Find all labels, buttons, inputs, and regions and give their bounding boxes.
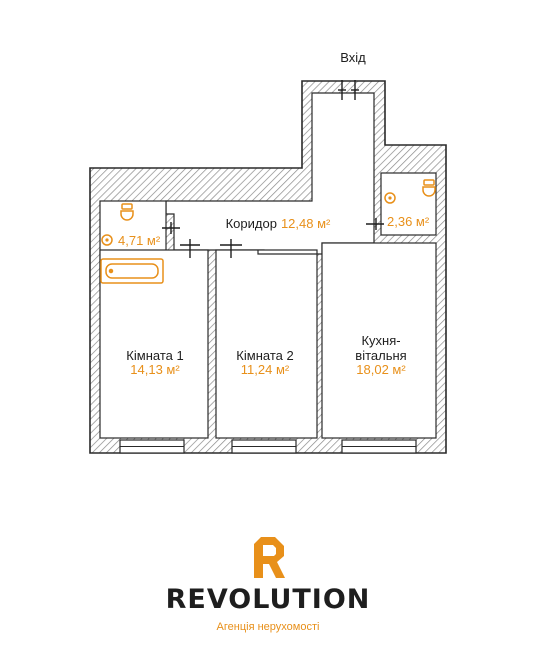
room2-name: Кімната 2 xyxy=(236,348,293,363)
brand-name: REVOLUTION xyxy=(165,584,371,615)
corridor-area: 12,48 м² xyxy=(281,216,331,231)
brand-tagline: Агенція нерухомості xyxy=(216,621,320,633)
r-logo-icon xyxy=(254,537,285,578)
bathroom-toilet-icon xyxy=(120,203,134,221)
toilet-area: 2,36 м² xyxy=(387,214,430,229)
room2-area: 11,24 м² xyxy=(241,362,290,377)
window-room2 xyxy=(231,439,297,454)
toilet-door-marker xyxy=(366,218,384,230)
window-kitchen xyxy=(341,439,417,454)
toilet-interior xyxy=(380,172,437,236)
kitchen-area: 18,02 м² xyxy=(356,362,406,377)
bathroom-area: 4,71 м² xyxy=(118,233,161,248)
room1-name: Кімната 1 xyxy=(126,348,183,363)
entrance-door xyxy=(338,80,359,100)
corridor-name: Коридор xyxy=(226,216,277,231)
room2-door-niche xyxy=(257,250,317,255)
kitchen-name-line1: Кухня- xyxy=(361,333,400,348)
entrance-label: Вхід xyxy=(340,50,366,65)
room1-door-marker xyxy=(180,239,200,258)
kitchen-interior xyxy=(321,242,437,439)
bathroom-door-marker xyxy=(162,222,180,234)
bathroom-sink-icon xyxy=(101,234,113,246)
room1-area: 14,13 м² xyxy=(130,362,180,377)
toilet-room-sink-icon xyxy=(384,192,396,204)
kitchen-name-line2: вітальня xyxy=(355,348,406,363)
toilet-room-toilet-icon xyxy=(422,179,436,197)
bathtub-icon xyxy=(100,258,164,284)
window-room1 xyxy=(119,439,185,454)
room2-interior xyxy=(215,249,318,439)
room2-door-marker xyxy=(220,239,242,258)
corridor-label: Коридор 12,48 м² xyxy=(226,216,331,231)
room1-interior xyxy=(99,249,209,439)
